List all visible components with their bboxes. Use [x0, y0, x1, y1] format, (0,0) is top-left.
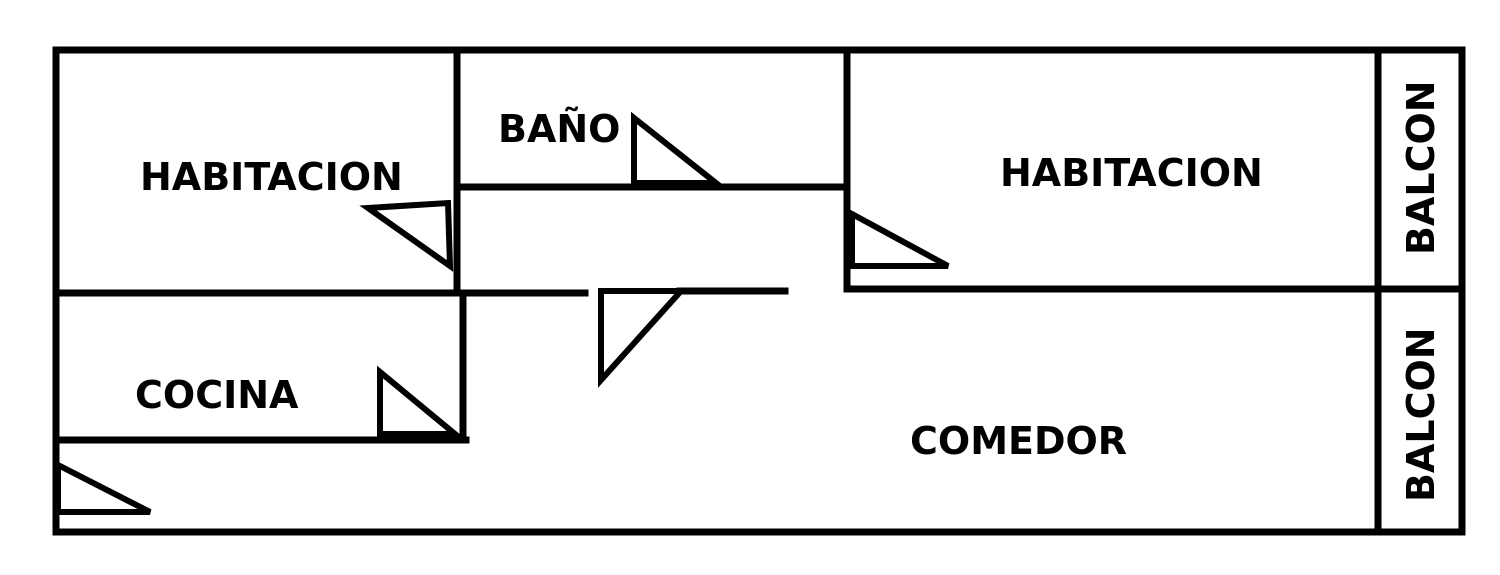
doors	[55, 111, 950, 515]
walls	[52, 46, 1466, 536]
label-habitacion-right: HABITACION	[1000, 151, 1263, 195]
label-cocina: COCINA	[135, 373, 299, 417]
door-pasillo-icon	[598, 288, 688, 388]
label-comedor: COMEDOR	[910, 419, 1127, 463]
label-habitacion-left: HABITACION	[140, 155, 403, 199]
door-bano-icon	[631, 111, 725, 186]
label-balcon-top: BALCON	[1399, 80, 1443, 255]
door-habitacion-left-icon	[359, 199, 454, 272]
room-labels: HABITACION BAÑO HABITACION COCINA COMEDO…	[135, 80, 1443, 502]
door-habitacion-right-icon	[849, 208, 950, 269]
label-bano: BAÑO	[498, 107, 620, 151]
label-balcon-bottom: BALCON	[1399, 327, 1443, 502]
door-cocina-icon	[377, 365, 464, 437]
door-entrada-icon	[55, 460, 152, 515]
